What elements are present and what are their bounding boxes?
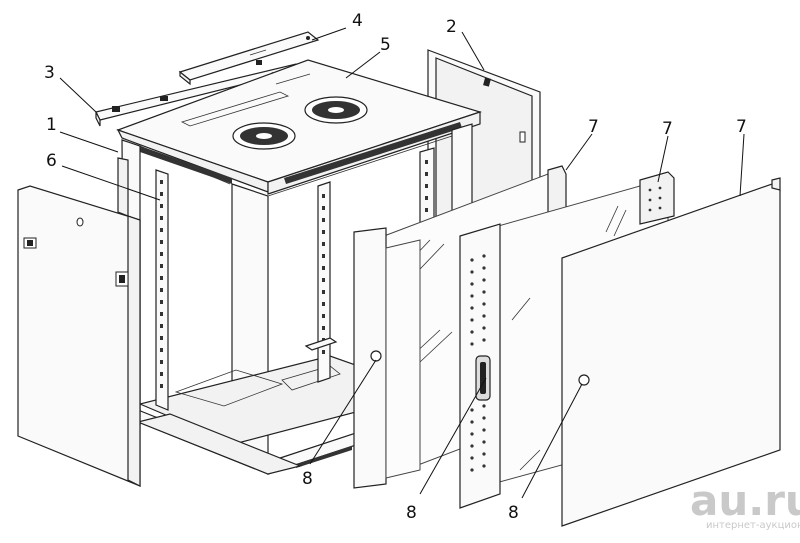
callout-label: 5	[380, 35, 391, 55]
fan-left	[232, 122, 296, 150]
leader-lines	[59, 27, 745, 499]
side-panel-lock	[578, 374, 590, 386]
svg-text:au.ru: au.ru	[690, 476, 800, 525]
watermark-logo: au.ru интернет-аукцион	[690, 476, 800, 531]
callout-label: 6	[46, 151, 57, 171]
callout-label: 1	[46, 115, 57, 135]
door-with-lock	[353, 227, 421, 489]
top-bracket	[178, 31, 320, 86]
callout-label: 7	[736, 117, 747, 137]
callout-label: 8	[302, 469, 313, 489]
callout-label: 7	[662, 119, 673, 139]
callout-label: 2	[446, 17, 457, 37]
callout-label: 7	[588, 117, 599, 137]
svg-text:интернет-аукцион: интернет-аукцион	[706, 520, 800, 531]
side-panel-left	[17, 157, 141, 487]
door-lock	[370, 350, 382, 362]
callouts: 1 2 3 4 5 6 7 7 7 8 8 8	[44, 11, 747, 523]
callout-label: 4	[352, 11, 363, 31]
callout-label: 3	[44, 63, 55, 83]
callout-label: 8	[406, 503, 417, 523]
side-panel-right	[561, 177, 781, 527]
fan-right	[304, 96, 368, 124]
callout-label: 8	[508, 503, 519, 523]
